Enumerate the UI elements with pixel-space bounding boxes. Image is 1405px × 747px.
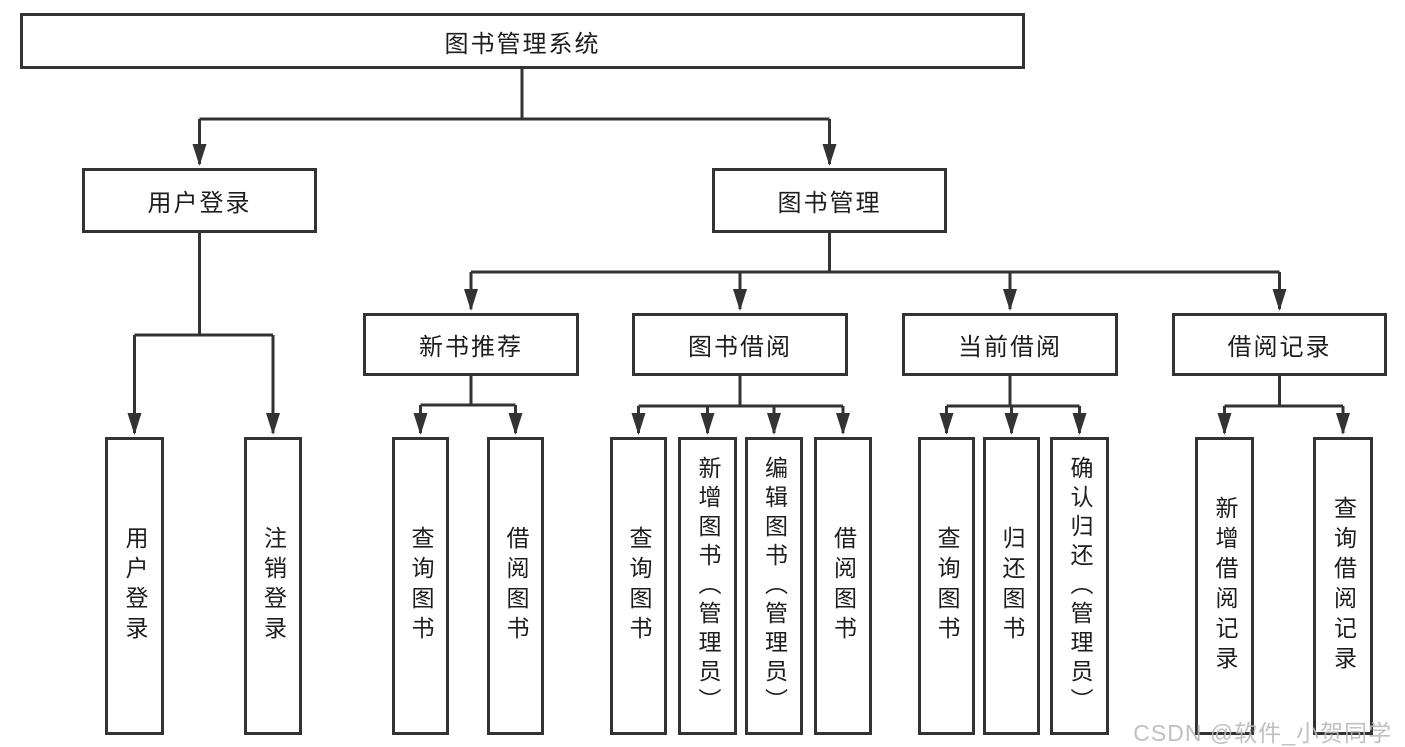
connector-book-mgmt-to-level3: [464, 233, 1287, 311]
node-book-borrowing: 图书借阅: [632, 313, 848, 376]
connector-root-to-level2: [192, 69, 837, 166]
node-current-borrowing: 当前借阅: [902, 313, 1118, 376]
connector-borrow-records-to-leaves: [1217, 376, 1350, 435]
leaf-query-borrow-record: 查询借阅记录: [1313, 437, 1373, 735]
leaf-query-books-borrow: 查询图书: [610, 437, 667, 735]
node-book-management: 图书管理: [712, 168, 947, 233]
node-borrowing-records: 借阅记录: [1172, 313, 1387, 376]
node-new-book-recommend: 新书推荐: [363, 313, 579, 376]
leaf-user-login: 用户登录: [105, 437, 164, 735]
leaf-confirm-return-admin: 确认归还（管理员）: [1050, 437, 1109, 735]
connector-current-borrow-to-leaves: [939, 376, 1087, 435]
leaf-borrow-books: 借阅图书: [814, 437, 872, 735]
connector-book-borrow-to-leaves: [631, 376, 850, 435]
leaf-query-books-recommend: 查询图书: [392, 437, 449, 735]
node-root-system: 图书管理系统: [20, 13, 1025, 69]
connector-user-login-to-leaves: [127, 233, 280, 435]
leaf-query-books-current: 查询图书: [918, 437, 975, 735]
leaf-borrow-books-recommend: 借阅图书: [487, 437, 544, 735]
leaf-edit-books-admin: 编辑图书（管理员）: [745, 437, 803, 735]
csdn-watermark: CSDN @软件_小贺同学: [1133, 720, 1392, 746]
leaf-add-borrow-record: 新增借阅记录: [1195, 437, 1254, 735]
connector-new-books-to-leaves: [413, 376, 523, 435]
node-user-login: 用户登录: [82, 168, 317, 233]
leaf-add-books-admin: 新增图书（管理员）: [678, 437, 737, 735]
leaf-logout: 注销登录: [244, 437, 302, 735]
leaf-return-books: 归还图书: [983, 437, 1040, 735]
